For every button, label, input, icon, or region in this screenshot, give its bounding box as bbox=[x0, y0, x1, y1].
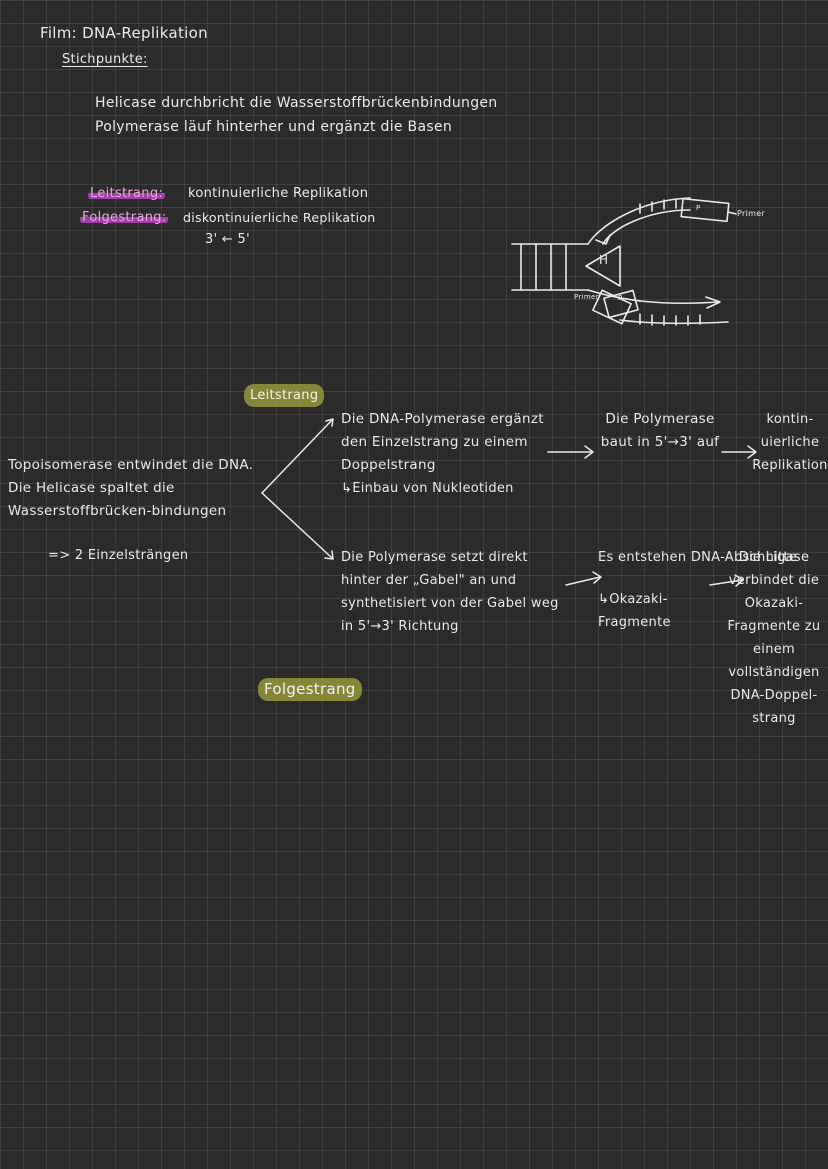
arrow-root-to-leit bbox=[261, 419, 333, 494]
leit-step1: Die DNA-Polymerase ergänzt den Einzelstr… bbox=[341, 411, 544, 473]
leit-step3: kontin-uierliche Replikation bbox=[752, 412, 828, 473]
arrow-folge-2-3 bbox=[709, 579, 743, 586]
root-result: => 2 Einzelsträngen bbox=[48, 548, 189, 563]
leit-step2: Die Polymerase baut in 5'→3' auf bbox=[600, 411, 720, 450]
folge-step2-sub: ↳Okazaki-Fragmente bbox=[598, 592, 671, 630]
primer-box-label: P bbox=[696, 204, 701, 212]
folge-step2: Es entstehen DNA-Abschnitte bbox=[598, 550, 798, 565]
polymerase-box-label: P bbox=[618, 294, 623, 302]
root-topoisomerase: Topoisomerase entwindet die DNA. Die Hel… bbox=[8, 457, 254, 519]
def-direction: 3' ← 5' bbox=[205, 232, 250, 247]
note-polymerase: Polymerase läuf hinterher und ergänzt di… bbox=[95, 119, 453, 135]
leitstrang-heading: Leitstrang bbox=[244, 384, 325, 407]
page-title: Film: DNA-Replikation bbox=[40, 24, 208, 42]
primer-bottom-label: Primer bbox=[574, 293, 599, 301]
def-leitstrang-label: Leitstrang: bbox=[88, 186, 166, 201]
folge-step1: Die Polymerase setzt direkt hinter der „… bbox=[341, 550, 559, 634]
primer-label: Primer bbox=[737, 209, 765, 218]
helicase-label: H bbox=[599, 253, 609, 267]
folgestrang-heading: Folgestrang bbox=[258, 678, 362, 701]
arrow-folge-1-2 bbox=[565, 576, 601, 586]
def-leitstrang-text: kontinuierliche Replikation bbox=[188, 186, 369, 201]
folge-step3: Die Ligase verbindet die Okazaki-Fragmen… bbox=[727, 550, 821, 726]
def-folgestrang-text: diskontinuierliche Replikation bbox=[183, 210, 376, 225]
def-folgestrang-label: Folgestrang: bbox=[80, 210, 169, 225]
note-helicase: Helicase durchbricht die Wasserstoffbrüc… bbox=[95, 95, 498, 111]
arrow-root-to-folge bbox=[261, 492, 333, 559]
page-subtitle: Stichpunkte: bbox=[62, 52, 148, 67]
leit-step1-sub: ↳Einbau von Nukleotiden bbox=[341, 481, 514, 496]
